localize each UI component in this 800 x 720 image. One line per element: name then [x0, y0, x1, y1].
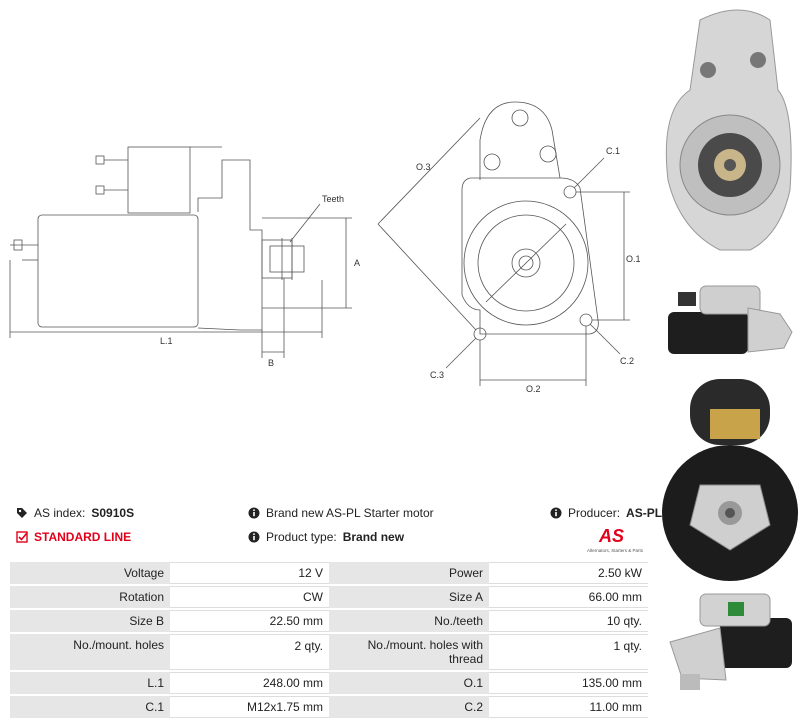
teeth-label: Teeth — [322, 194, 344, 204]
standard-line: STANDARD LINE — [16, 530, 131, 544]
spec-value: 2 qty. — [170, 634, 329, 670]
spec-label: Power — [329, 562, 489, 584]
spec-label: O.1 — [329, 672, 489, 694]
svg-text:AS: AS — [598, 526, 624, 546]
spec-value: 1 qty. — [489, 634, 648, 670]
front-flange-outline — [461, 177, 599, 335]
as-index-label: AS index: — [34, 506, 86, 520]
spec-label: Rotation — [10, 586, 170, 608]
dimension-o1-label: O.1 — [626, 254, 641, 264]
info-icon — [248, 531, 260, 543]
producer-value: AS-PL — [626, 506, 663, 520]
drive-housing-outline — [197, 159, 263, 331]
producer: Producer: AS-PL — [550, 506, 662, 520]
spec-value: 22.50 mm — [170, 610, 329, 632]
spec-value: M12x1.75 mm — [170, 696, 329, 718]
product-photo-front — [660, 0, 800, 275]
as-index-value: S0910S — [91, 506, 135, 520]
hole-c3-label: C.3 — [430, 370, 444, 380]
checkbox-checked-icon — [16, 531, 28, 543]
as-index: AS index: S0910S — [16, 506, 134, 520]
front-ear-outline — [479, 101, 561, 180]
hole-c1-label: C.1 — [606, 146, 620, 156]
technical-drawings: Teeth A B L.1 O.1 O.2 O.3 C.1 C.2 C.3 — [9, 101, 641, 394]
teeth-leader — [289, 203, 321, 243]
as-pl-logo: AS Alternators, Starters & Parts — [587, 526, 644, 553]
spec-value: 248.00 mm — [170, 672, 329, 694]
motor-body-outline — [37, 214, 199, 328]
dimension-o2-label: O.2 — [526, 384, 541, 394]
info-icon — [248, 507, 260, 519]
description-text: Brand new AS-PL Starter motor — [266, 506, 434, 520]
producer-label: Producer: — [568, 506, 621, 520]
solenoid-outline — [127, 146, 191, 214]
dimension-o3-label: O.3 — [416, 162, 431, 172]
svg-text:Alternators, Starters & Parts: Alternators, Starters & Parts — [587, 548, 644, 553]
spec-label: Voltage — [10, 562, 170, 584]
spec-label: L.1 — [10, 672, 170, 694]
spec-value: 11.00 mm — [489, 696, 648, 718]
hole-c2-label: C.2 — [620, 356, 634, 366]
tag-icon — [17, 508, 27, 518]
spec-value: 2.50 kW — [489, 562, 648, 584]
product-type-label: Product type: — [266, 530, 337, 544]
spec-value: 12 V — [170, 562, 329, 584]
product-type: Product type: Brand new — [248, 530, 404, 544]
spec-value: 66.00 mm — [489, 586, 648, 608]
dimension-l1-label: L.1 — [160, 336, 173, 346]
info-icon — [550, 507, 562, 519]
spec-label: C.2 — [329, 696, 489, 718]
spec-label: Size A — [329, 586, 489, 608]
product-type-value: Brand new — [342, 530, 405, 544]
spec-label: No./mount. holes with thread — [329, 634, 489, 670]
spec-label: No./mount. holes — [10, 634, 170, 670]
product-photo-side — [660, 278, 800, 370]
front-circle-outer — [463, 200, 589, 326]
spec-label: C.1 — [10, 696, 170, 718]
spec-value: 10 qty. — [489, 610, 648, 632]
spec-label: Size B — [10, 610, 170, 632]
dimension-b-label: B — [268, 358, 274, 368]
dimension-a-label: A — [354, 258, 360, 268]
product-photo-rear — [660, 375, 800, 585]
product-description: Brand new AS-PL Starter motor — [248, 506, 434, 520]
spec-value: CW — [170, 586, 329, 608]
product-photo-angle — [660, 588, 800, 720]
standard-line-label: STANDARD LINE — [34, 530, 132, 544]
dimension-o3-line — [377, 223, 477, 331]
spec-value: 135.00 mm — [489, 672, 648, 694]
spec-label: No./teeth — [329, 610, 489, 632]
